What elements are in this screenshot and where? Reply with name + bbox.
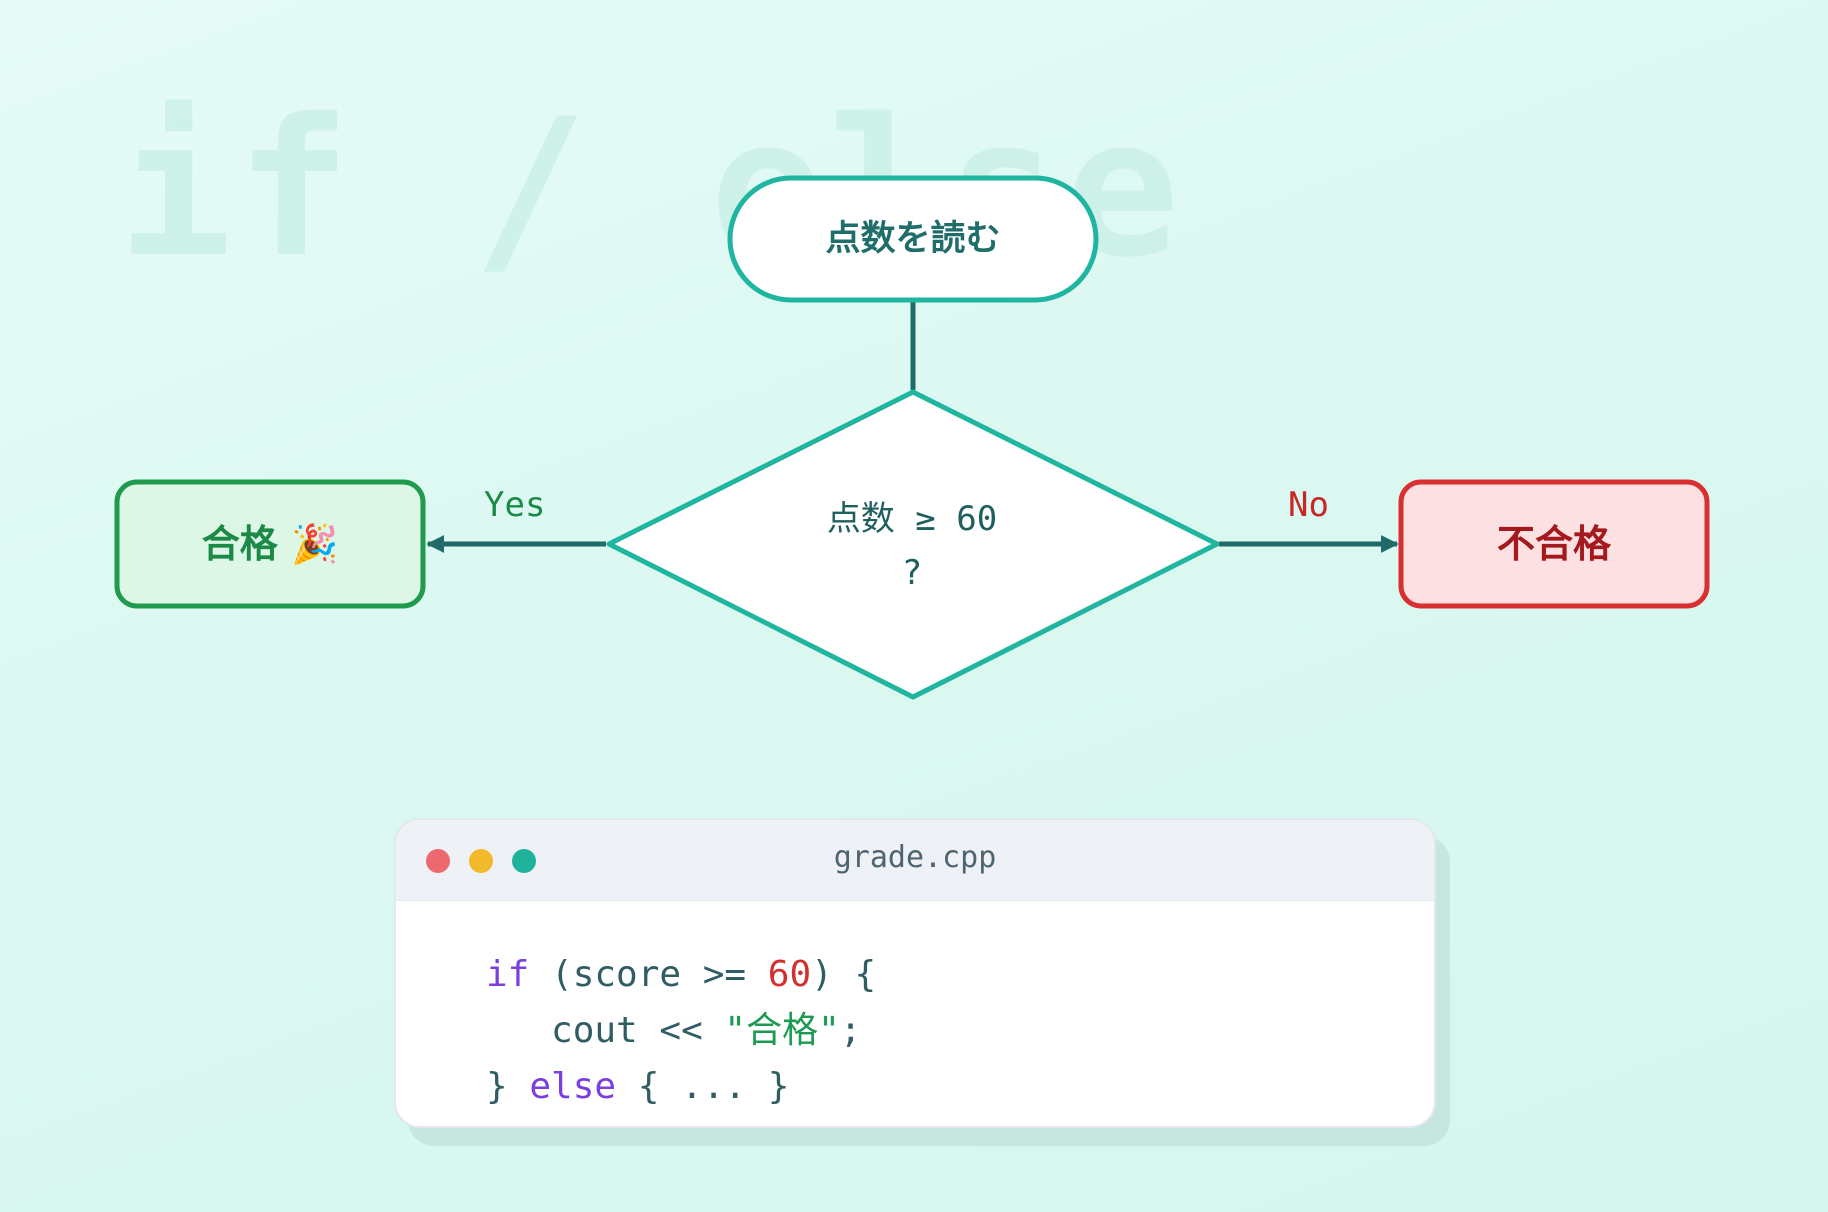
- code-body: if (score >= 60) { cout << "合格";} else {…: [396, 901, 1434, 1115]
- code-semicolon: ;: [839, 1010, 862, 1051]
- start-node-label: 点数を読む: [825, 219, 1001, 259]
- pass-node: [114, 479, 426, 609]
- code-window-titlebar: grade.cpp: [396, 820, 1434, 901]
- code-line-2: cout << "合格";: [486, 1003, 1434, 1059]
- code-condition-text: (score >=: [529, 954, 768, 995]
- code-else-body: { ... }: [616, 1066, 790, 1107]
- keyword-else: else: [529, 1066, 617, 1107]
- code-line-1: if (score >= 60) {: [486, 947, 1434, 1003]
- code-open-brace: ) {: [811, 954, 877, 995]
- decision-node-label: 点数 ≥ 60 ?: [712, 492, 1112, 600]
- code-cout-text: cout <<: [486, 1010, 725, 1051]
- start-node: [727, 175, 1099, 303]
- decision-question-mark: ?: [901, 553, 923, 593]
- decision-condition: 点数 ≥ 60: [826, 499, 998, 539]
- fail-node-label: 不合格: [1496, 522, 1611, 566]
- code-number-literal: 60: [767, 954, 812, 995]
- code-window: grade.cpp if (score >= 60) { cout << "合格…: [394, 818, 1436, 1128]
- maximize-dot-icon: [512, 849, 536, 873]
- pass-node-label: 合格 🎉: [201, 522, 339, 566]
- code-filename: grade.cpp: [833, 840, 997, 875]
- close-dot-icon: [426, 849, 450, 873]
- yes-label: Yes: [484, 485, 546, 525]
- no-label: No: [1288, 485, 1329, 525]
- decision-node: [606, 389, 1220, 700]
- fail-node: [1398, 479, 1710, 609]
- code-string-literal: "合格": [724, 1010, 840, 1051]
- minimize-dot-icon: [469, 849, 493, 873]
- code-line-3: } else { ... }: [486, 1059, 1434, 1115]
- keyword-if: if: [486, 954, 530, 995]
- code-close-brace: }: [486, 1066, 530, 1107]
